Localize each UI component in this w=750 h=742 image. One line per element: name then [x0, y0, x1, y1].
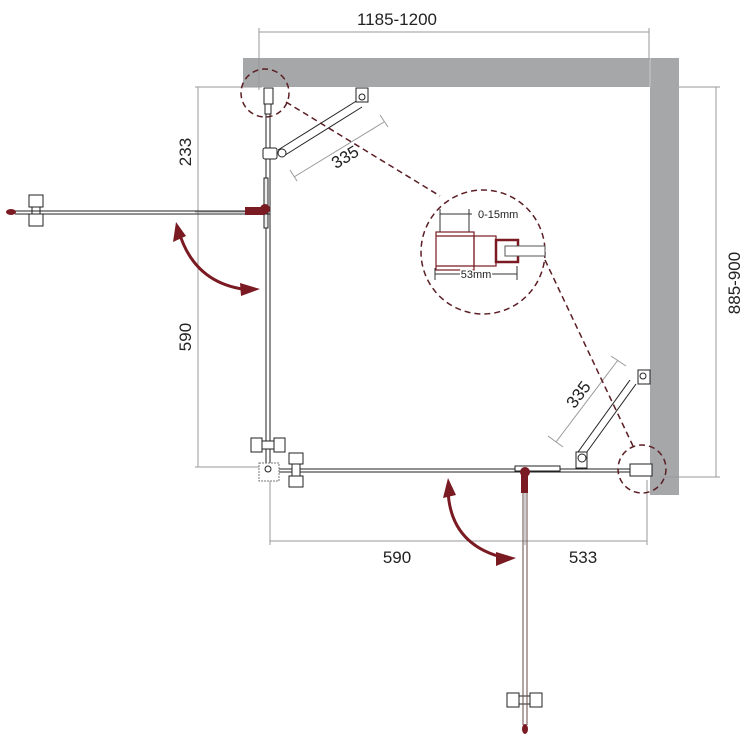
dimension-lines: [195, 28, 720, 545]
bottom-fixed-panel-label: 533: [569, 548, 597, 567]
detail-callouts: [240, 68, 667, 494]
profile-width-label: 53mm: [461, 269, 492, 281]
left-fixed-panel-label: 233: [176, 138, 195, 166]
left-door-label: 590: [176, 323, 195, 351]
right-wall-brace: [575, 369, 651, 469]
corner-hinge: [258, 462, 280, 482]
walls: [243, 58, 679, 495]
top-wall: [243, 58, 679, 87]
profile-detail: 0-15mm 53mm: [434, 209, 546, 283]
width-label: 1185-1200: [357, 10, 437, 29]
adjust-range-label: 0-15mm: [478, 209, 518, 221]
top-brace-label: 335: [328, 142, 362, 173]
swing-arrows: [173, 222, 516, 566]
right-wall: [650, 58, 679, 495]
bottom-door-label: 590: [383, 548, 411, 567]
bottom-right-callout: [617, 444, 667, 494]
left-glass: [263, 87, 274, 465]
bottom-door-swing-arrow: [446, 489, 506, 560]
open-bottom-door: [520, 467, 530, 734]
depth-label: 885-900: [725, 252, 744, 314]
top-wall-brace: [262, 87, 369, 160]
left-door-swing-arrow: [177, 231, 251, 292]
bottom-glass: [272, 463, 653, 477]
top-left-callout: [240, 68, 290, 118]
right-brace-label: 335: [562, 378, 594, 412]
open-left-door: [6, 204, 270, 215]
